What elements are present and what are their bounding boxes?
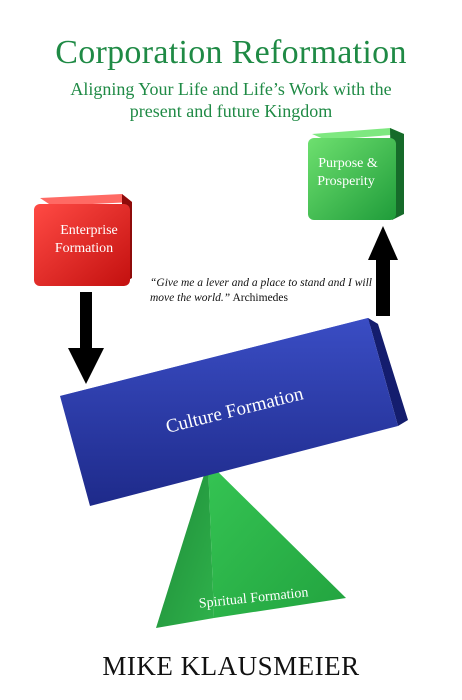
up-arrow-icon bbox=[368, 226, 398, 316]
down-arrow-icon bbox=[68, 292, 104, 384]
spiritual-formation-pyramid: Spiritual Formation bbox=[156, 462, 346, 628]
purpose-prosperity-cube: Purpose & Prosperity bbox=[308, 128, 404, 220]
enterprise-label-1: Enterprise bbox=[60, 223, 118, 238]
enterprise-label-2: Formation bbox=[55, 241, 113, 256]
subtitle-line-1: Aligning Your Life and Life’s Work with … bbox=[70, 79, 392, 99]
book-subtitle: Aligning Your Life and Life’s Work with … bbox=[30, 78, 432, 122]
culture-formation-lever: Culture Formation bbox=[60, 318, 408, 506]
enterprise-formation-cube: Enterprise Formation bbox=[34, 194, 132, 286]
quote-author: Archimedes bbox=[232, 292, 289, 304]
purpose-label-1: Purpose & bbox=[318, 156, 378, 171]
archimedes-quote: “Give me a lever and a place to stand an… bbox=[150, 276, 390, 306]
purpose-label-2: Prosperity bbox=[317, 174, 375, 189]
subtitle-line-2: present and future Kingdom bbox=[129, 101, 333, 121]
quote-text: “Give me a lever and a place to stand an… bbox=[150, 277, 372, 304]
author-name: MIKE KLAUSMEIER bbox=[102, 651, 360, 681]
book-title: Corporation Reformation bbox=[55, 34, 407, 71]
